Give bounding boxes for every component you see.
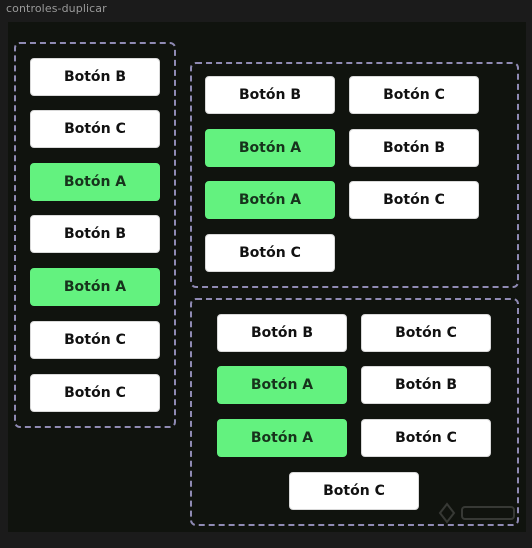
button-a[interactable]: Botón A	[30, 268, 160, 306]
button-b[interactable]: Botón B	[349, 129, 479, 167]
watermark-logo-icon	[438, 502, 515, 524]
canvas: Botón B Botón C Botón A Botón B Botón A …	[8, 22, 526, 532]
button-group-bottom-right: Botón B Botón C Botón A Botón B Botón A …	[190, 298, 519, 526]
button-c[interactable]: Botón C	[205, 234, 335, 272]
button-c[interactable]: Botón C	[30, 110, 160, 148]
button-b[interactable]: Botón B	[217, 314, 347, 352]
button-c[interactable]: Botón C	[30, 321, 160, 359]
button-a[interactable]: Botón A	[205, 181, 335, 219]
button-c[interactable]: Botón C	[349, 181, 479, 219]
button-c[interactable]: Botón C	[30, 374, 160, 412]
button-a[interactable]: Botón A	[30, 163, 160, 201]
button-group-left: Botón B Botón C Botón A Botón B Botón A …	[14, 42, 176, 428]
button-c[interactable]: Botón C	[361, 314, 491, 352]
button-c[interactable]: Botón C	[361, 419, 491, 457]
button-b[interactable]: Botón B	[361, 366, 491, 404]
frame-title: controles-duplicar	[6, 2, 107, 15]
button-group-top-right: Botón B Botón C Botón A Botón B Botón A …	[190, 62, 519, 288]
button-c[interactable]: Botón C	[289, 472, 419, 510]
button-b[interactable]: Botón B	[30, 58, 160, 96]
button-a[interactable]: Botón A	[217, 419, 347, 457]
button-a[interactable]: Botón A	[217, 366, 347, 404]
button-a[interactable]: Botón A	[205, 129, 335, 167]
button-b[interactable]: Botón B	[30, 215, 160, 253]
button-c[interactable]: Botón C	[349, 76, 479, 114]
button-b[interactable]: Botón B	[205, 76, 335, 114]
